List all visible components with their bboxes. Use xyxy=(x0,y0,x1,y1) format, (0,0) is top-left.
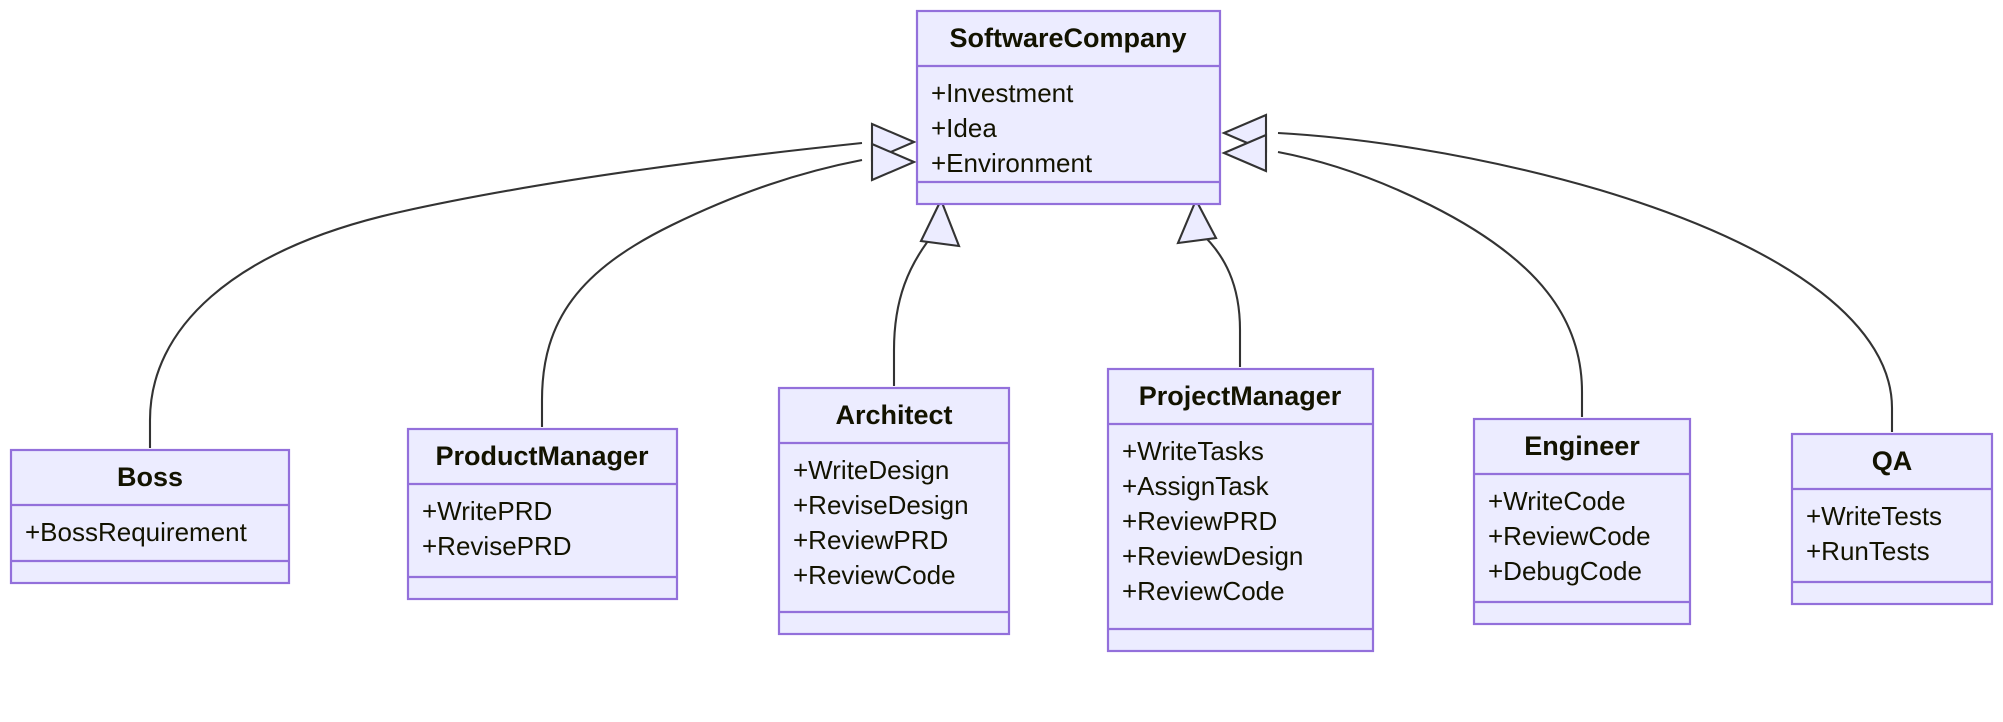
class-attribute: +Investment xyxy=(931,78,1074,108)
class-attribute: +ReviewCode xyxy=(1488,521,1651,551)
edge-projectmanager-to-softwarecompany xyxy=(1199,231,1242,367)
class-node-qa[interactable]: QA +WriteTests +RunTests xyxy=(1790,432,1994,606)
inheritance-arrowhead-engineer xyxy=(1221,133,1268,173)
class-box-outline xyxy=(777,386,1011,636)
inheritance-arrowhead-architect xyxy=(919,197,961,248)
class-attribute: +DebugCode xyxy=(1488,556,1642,586)
class-attribute: +WritePRD xyxy=(422,496,552,526)
class-box-outline xyxy=(406,427,679,601)
edge-layer xyxy=(148,131,1894,448)
class-attribute: +WriteTests xyxy=(1806,501,1942,531)
edge-boss-to-softwarecompany xyxy=(148,141,863,448)
class-box-outline xyxy=(1472,417,1692,626)
class-attribute: +ReviewCode xyxy=(793,560,956,590)
class-attribute: +WriteDesign xyxy=(793,455,949,485)
class-title: Boss xyxy=(117,462,183,492)
class-attribute: +Environment xyxy=(931,148,1093,178)
class-node-softwarecompany[interactable]: SoftwareCompany +Investment +Idea +Envir… xyxy=(915,9,1222,206)
class-attribute: +ReviewPRD xyxy=(1122,506,1277,536)
class-box-outline xyxy=(915,9,1222,206)
class-node-architect[interactable]: Architect +WriteDesign +ReviseDesign +Re… xyxy=(777,386,1011,636)
class-attribute: +RunTests xyxy=(1806,536,1930,566)
class-attribute: +Idea xyxy=(931,113,997,143)
class-title: QA xyxy=(1872,446,1913,476)
class-attribute: +ReviseDesign xyxy=(793,490,969,520)
class-node-boss[interactable]: Boss +BossRequirement xyxy=(9,448,291,585)
edge-architect-to-softwarecompany xyxy=(892,231,936,386)
class-attribute: +RevisePRD xyxy=(422,531,572,561)
class-box-outline xyxy=(1106,367,1375,653)
class-title: SoftwareCompany xyxy=(949,23,1186,53)
edge-engineer-to-softwarecompany xyxy=(1277,150,1584,417)
class-box-outline xyxy=(1790,432,1994,606)
class-node-productmanager[interactable]: ProductManager +WritePRD +RevisePRD xyxy=(406,427,679,601)
class-attribute: +WriteCode xyxy=(1488,486,1626,516)
class-node-engineer[interactable]: Engineer +WriteCode +ReviewCode +DebugCo… xyxy=(1472,417,1692,626)
class-title: ProductManager xyxy=(435,441,649,471)
class-attribute: +ReviewPRD xyxy=(793,525,948,555)
class-node-projectmanager[interactable]: ProjectManager +WriteTasks +AssignTask +… xyxy=(1106,367,1375,653)
inheritance-arrowhead-productmanager xyxy=(870,142,917,182)
class-attribute: +AssignTask xyxy=(1122,471,1270,501)
class-attribute: +ReviewCode xyxy=(1122,576,1285,606)
class-title: Engineer xyxy=(1524,431,1640,461)
class-attribute: +BossRequirement xyxy=(25,517,248,547)
class-title: ProjectManager xyxy=(1139,381,1342,411)
edge-qa-to-softwarecompany xyxy=(1277,131,1894,432)
class-title: Architect xyxy=(835,400,952,430)
class-attribute: +ReviewDesign xyxy=(1122,541,1303,571)
edge-productmanager-to-softwarecompany xyxy=(540,158,863,427)
class-attribute: +WriteTasks xyxy=(1122,436,1264,466)
arrowhead-layer xyxy=(870,113,1268,248)
inheritance-arrowhead-projectmanager xyxy=(1176,197,1218,245)
